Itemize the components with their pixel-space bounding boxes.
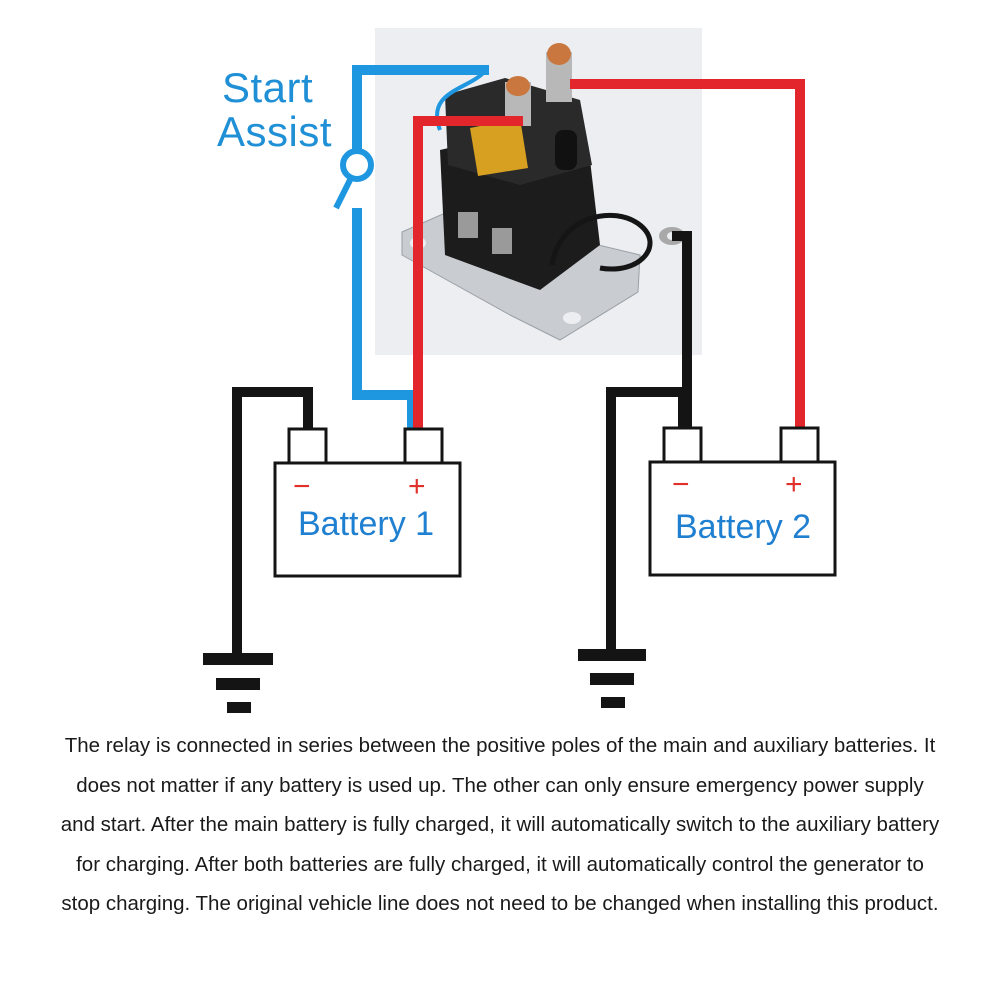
battery2-body [648,460,837,577]
copper-nut-left [506,76,530,96]
description-caption: The relay is connected in series between… [60,734,940,915]
battery2-terminal-negative [662,426,703,464]
start-assist-label-line2: Assist [217,108,333,155]
ground-symbol-left [203,653,273,713]
small-terminal-a [458,212,478,238]
start-assist-label-line1: Start [222,64,314,111]
relay-yellow-insulator [470,118,528,176]
ground-symbol-right [578,649,646,708]
battery1-terminal-positive [403,427,444,465]
copper-nut-right [547,43,571,65]
battery2-label: Battery 2 [675,508,812,546]
switch-lever [333,176,354,210]
small-terminal-b [492,228,512,254]
wiring-diagram [203,28,837,713]
relay-side-lug [555,130,577,170]
battery1-plus-sign: + [408,470,426,503]
relay-ground-pigtail [549,212,653,272]
blue-start-assist-wire [352,65,489,430]
red-wire-battery1-positive [413,116,523,430]
black-wire-relay-to-ground [672,231,692,430]
switch-contact [340,148,374,182]
battery1-minus-sign: − [293,470,311,503]
battery2-plus-sign: + [785,468,803,501]
battery1-label: Battery 1 [298,505,435,543]
battery2-terminal-positive [779,426,820,464]
battery1-terminal-negative [287,427,328,465]
plate-hole [563,312,581,324]
battery2-minus-sign: − [672,468,690,501]
red-wire-battery2-positive [570,79,805,430]
black-wire-battery1-ground [232,387,313,658]
battery1-body [273,461,462,578]
